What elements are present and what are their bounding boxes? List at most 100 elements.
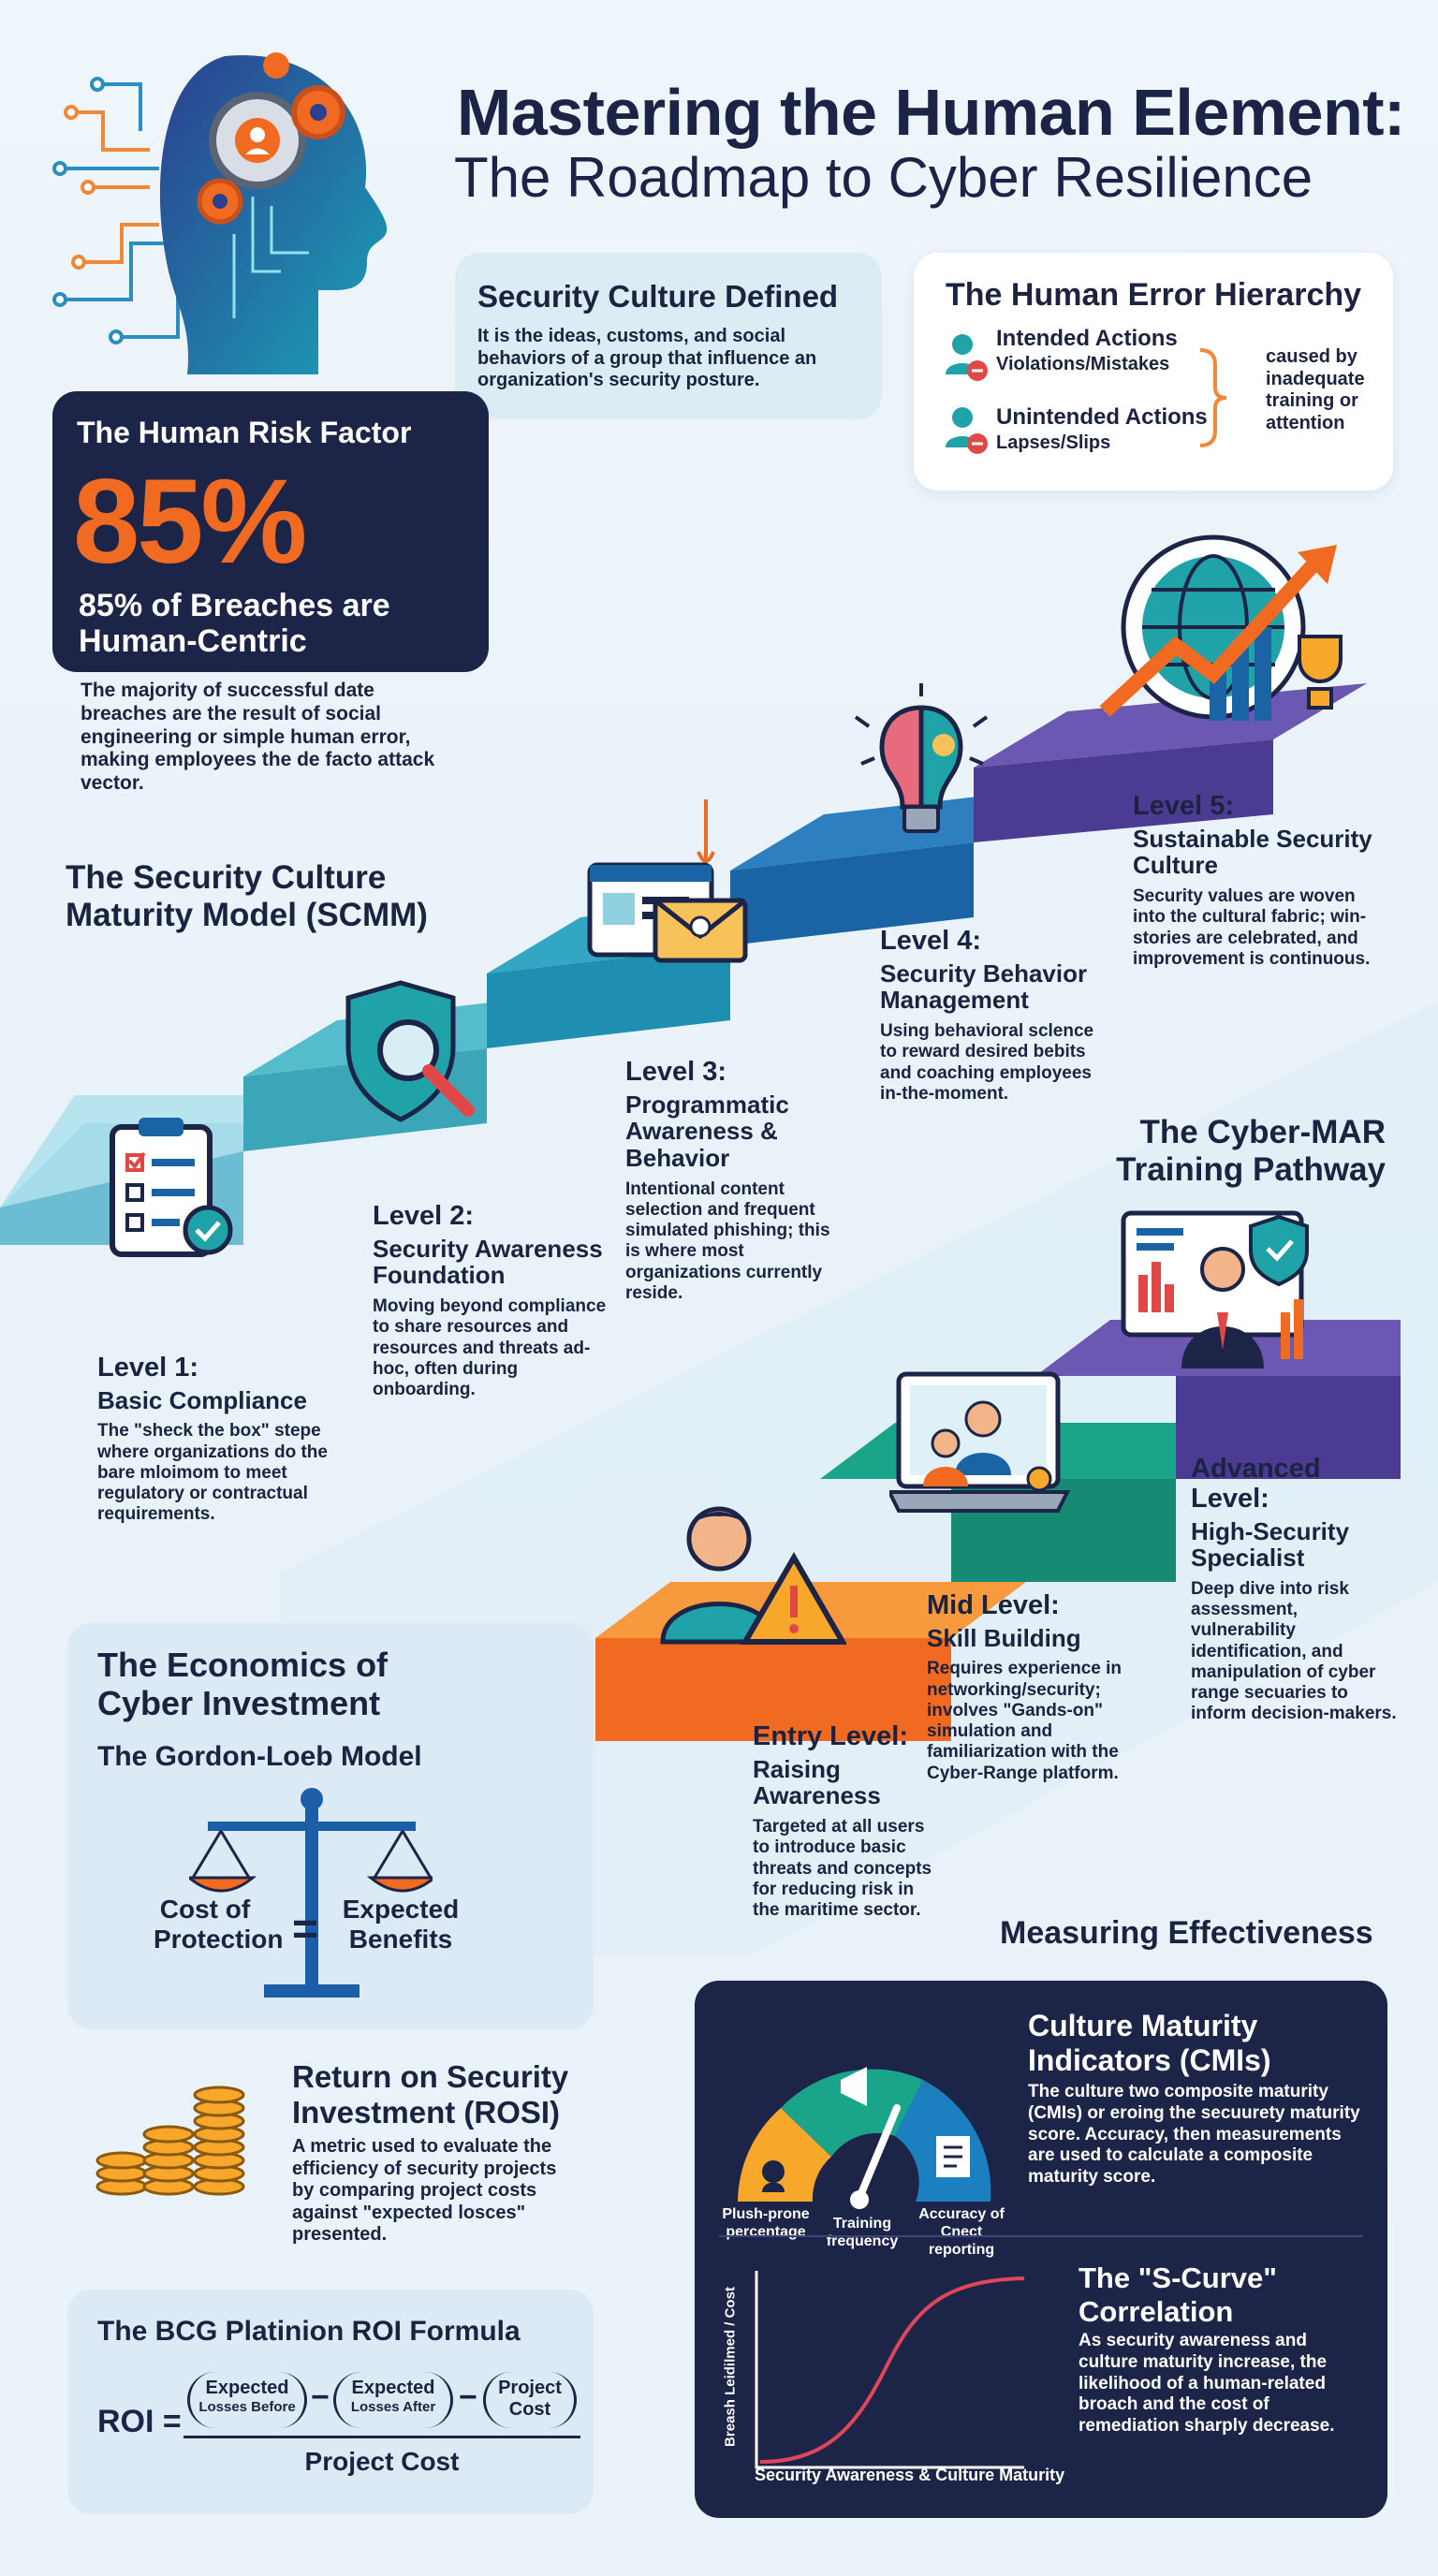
ai-head-illustration: [37, 37, 449, 412]
cybermar-entry-head: Entry Level:: [753, 1721, 908, 1751]
cybermar-entry-body: Targeted at all users to introduce basic…: [753, 1817, 932, 1920]
scmm-level-5-body: Security values are woven into the cultu…: [1133, 886, 1371, 969]
roi-minus-1: −: [311, 2379, 330, 2415]
scmm-level-2-body: Moving beyond compliance to share resour…: [373, 1296, 607, 1399]
scmm-level-4: Level 4: Security Behavior Management Us…: [880, 926, 1105, 1105]
expected-benefits-label: Expected Benefits: [342, 1895, 460, 1954]
scmm-level-1-name: Basic Compliance: [97, 1385, 307, 1414]
user-warning-icon: [659, 1501, 846, 1651]
page-title: Mastering the Human Element:: [457, 76, 1405, 149]
unintended-actions-label: Unintended Actions: [996, 404, 1208, 430]
roi-term-3-line-a: Project: [498, 2378, 562, 2398]
measuring-divider: [719, 2235, 1363, 2237]
scmm-level-1: Level 1: Basic Compliance The "sheck the…: [97, 1353, 360, 1526]
phishing-email-icon: [586, 796, 755, 964]
scmm-level-5-name: Sustainable Security Culture: [1133, 824, 1372, 880]
scmm-level-3-name: Programmatic Awareness & Behavior: [625, 1090, 789, 1173]
roi-term-1-line-a: Expected: [205, 2378, 289, 2398]
unintended-actions-icon: [942, 402, 992, 459]
s-curve-chart: [719, 2261, 1028, 2496]
risk-factor-body: The majority of successful date breaches…: [81, 680, 435, 795]
s-curve-body: As security awareness and culture maturi…: [1078, 2331, 1335, 2437]
roi-fraction-bar: [183, 2436, 580, 2438]
cybermar-mid-name: Skill Building: [927, 1623, 1081, 1652]
measuring-title: Measuring Effectiveness: [1000, 1915, 1373, 1951]
cmi-title: Culture Maturity Indicators (CMIs): [1028, 2009, 1271, 2077]
roi-term-1: Expected Losses Before: [187, 2372, 307, 2428]
scmm-level-5: Level 5: Sustainable Security Culture Se…: [1133, 791, 1386, 970]
shield-magnifier-icon: [341, 979, 500, 1138]
roi-term-2: Expected Losses After: [333, 2372, 453, 2428]
cybermar-entry-name: Raising Awareness: [753, 1754, 881, 1810]
cybermar-advanced-name: High-Security Specialist: [1191, 1516, 1350, 1573]
s-curve-title: The "S-Curve" Correlation: [1078, 2261, 1277, 2328]
gordon-loeb-title: The Gordon-Loeb Model: [97, 1741, 422, 1772]
scmm-title: The Security Culture Maturity Model (SCM…: [66, 859, 428, 934]
coin-stacks-icon: [94, 2065, 262, 2205]
balance-scale-icon: [189, 1788, 433, 2012]
scmm-level-5-head: Level 5:: [1133, 791, 1234, 821]
roi-term-3-line-b: Cost: [508, 2399, 551, 2420]
brace-icon: [1195, 346, 1232, 449]
roi-label: ROI =: [97, 2404, 182, 2439]
intended-actions-icon: [942, 329, 992, 386]
cybermar-title: The Cyber-MAR Training Pathway: [1116, 1114, 1386, 1189]
unintended-actions-sub: Lapses/Slips: [996, 432, 1111, 453]
specialist-dashboard-icon: [1120, 1209, 1326, 1378]
error-cause-label: caused by inadequate training or attenti…: [1266, 346, 1365, 433]
error-hierarchy-title: The Human Error Hierarchy: [946, 277, 1362, 313]
rosi-body: A metric used to evaluate the efficiency…: [292, 2136, 557, 2246]
economics-card: The Economics of Cyber Investment The Go…: [67, 1623, 594, 2029]
intended-actions-label: Intended Actions: [996, 326, 1178, 351]
risk-factor-card: The Human Risk Factor 85% 85% of Breache…: [52, 391, 489, 672]
risk-factor-title: The Human Risk Factor: [77, 416, 412, 449]
scmm-level-3: Level 3: Programmatic Awareness & Behavi…: [625, 1057, 833, 1304]
economics-title: The Economics of Cyber Investment: [97, 1646, 389, 1723]
bcg-roi-card: The BCG Platinion ROI Formula ROI = Expe…: [67, 2290, 594, 2514]
intended-actions-sub: Violations/Mistakes: [996, 354, 1170, 374]
culture-defined-title: Security Culture Defined: [477, 279, 839, 314]
error-hierarchy-card: The Human Error Hierarchy Intended Actio…: [914, 253, 1393, 490]
scmm-level-3-head: Level 3:: [625, 1057, 726, 1087]
scmm-level-4-body: Using behavioral sclence to reward desir…: [880, 1021, 1094, 1104]
scmm-level-2-name: Security Awareness Foundation: [373, 1234, 603, 1290]
cybermar-level-mid: Mid Level: Skill Building Requires exper…: [927, 1590, 1161, 1784]
measuring-card: Plush-prone percentage Training frequenc…: [695, 1981, 1387, 2518]
risk-factor-big-number: 85%: [73, 455, 307, 589]
cmi-gauge: [719, 2014, 1009, 2239]
scmm-level-2: Level 2: Security Awareness Foundation M…: [373, 1201, 612, 1400]
roi-minus-2: −: [459, 2379, 477, 2415]
scmm-level-1-body: The "sheck the box" stepe where organiza…: [97, 1421, 328, 1525]
gauge-label-accuracy: Accuracy of Cnect reporting: [918, 2206, 1005, 2259]
s-curve-x-axis: Security Awareness & Culture Maturity: [755, 2466, 1065, 2484]
roi-term-2-line-b: Losses After: [350, 2399, 436, 2415]
scmm-level-2-head: Level 2:: [373, 1201, 474, 1231]
scmm-level-3-body: Intentional content selection and freque…: [625, 1178, 830, 1303]
clipboard-checklist-icon: [105, 1114, 236, 1264]
cybermar-level-entry: Entry Level: Raising Awareness Targeted …: [753, 1721, 940, 1921]
brain-lightbulb-icon: [846, 680, 996, 848]
scmm-level-1-head: Level 1:: [97, 1353, 198, 1383]
laptop-training-icon: [889, 1370, 1077, 1530]
cost-of-protection-label: Cost of Protection: [154, 1895, 284, 1954]
scmm-level-4-name: Security Behavior Management: [880, 959, 1088, 1015]
culture-defined-body: It is the ideas, customs, and social beh…: [477, 326, 817, 391]
cybermar-level-advanced: Advanced Level: High-Security Specialist…: [1191, 1454, 1406, 1725]
cybermar-advanced-head: Advanced Level:: [1191, 1454, 1321, 1514]
page-subtitle: The Roadmap to Cyber Resilience: [454, 146, 1313, 209]
cybermar-mid-body: Requires experience in networking/securi…: [927, 1659, 1123, 1783]
bcg-roi-title: The BCG Platinion ROI Formula: [97, 2316, 521, 2347]
globe-growth-trophy-icon: [1092, 524, 1372, 730]
roi-denominator: Project Cost: [304, 2447, 460, 2476]
cybermar-advanced-body: Deep dive into risk assessment, vulnerab…: [1191, 1578, 1397, 1724]
equals-sign: =: [292, 1905, 319, 1954]
culture-defined-card: Security Culture Defined It is the ideas…: [455, 253, 882, 419]
scmm-level-4-head: Level 4:: [880, 926, 981, 956]
risk-factor-subtitle: 85% of Breaches are Human-Centric: [79, 588, 390, 660]
roi-term-3: Project Cost: [483, 2372, 577, 2428]
cybermar-mid-head: Mid Level:: [927, 1590, 1060, 1620]
roi-term-1-line-b: Losses Before: [198, 2399, 296, 2415]
roi-term-2-line-a: Expected: [351, 2378, 435, 2398]
cmi-body: The culture two composite maturity (CMIs…: [1028, 2082, 1360, 2188]
gauge-label-training: Training frequency: [826, 2216, 899, 2250]
